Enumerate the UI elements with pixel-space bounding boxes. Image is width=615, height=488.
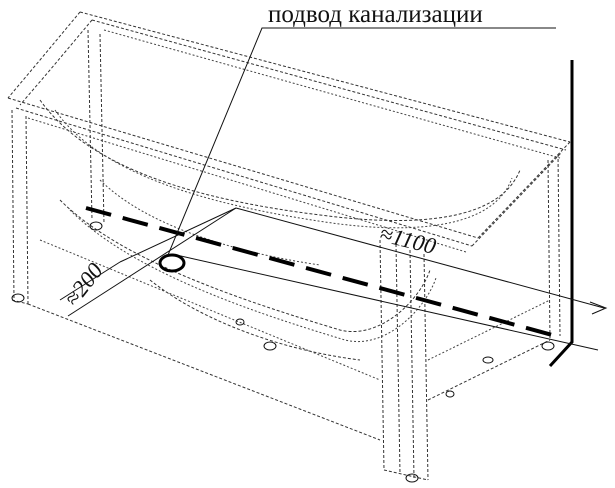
leader-line: [167, 27, 556, 256]
support-frame: [11, 29, 561, 481]
drain-axis-line: [85, 206, 557, 338]
dimension-width: [119, 207, 608, 351]
wall-edge: [548, 60, 574, 368]
tub-basin: [39, 99, 521, 361]
tub-front-rim: [7, 97, 571, 253]
adjustable-feet: [11, 221, 555, 483]
drain-connection-label: подвод канализации: [268, 1, 483, 28]
drain-hole: [158, 253, 186, 273]
tub-back-rim: [7, 11, 571, 159]
dimension-offset: [59, 207, 237, 317]
